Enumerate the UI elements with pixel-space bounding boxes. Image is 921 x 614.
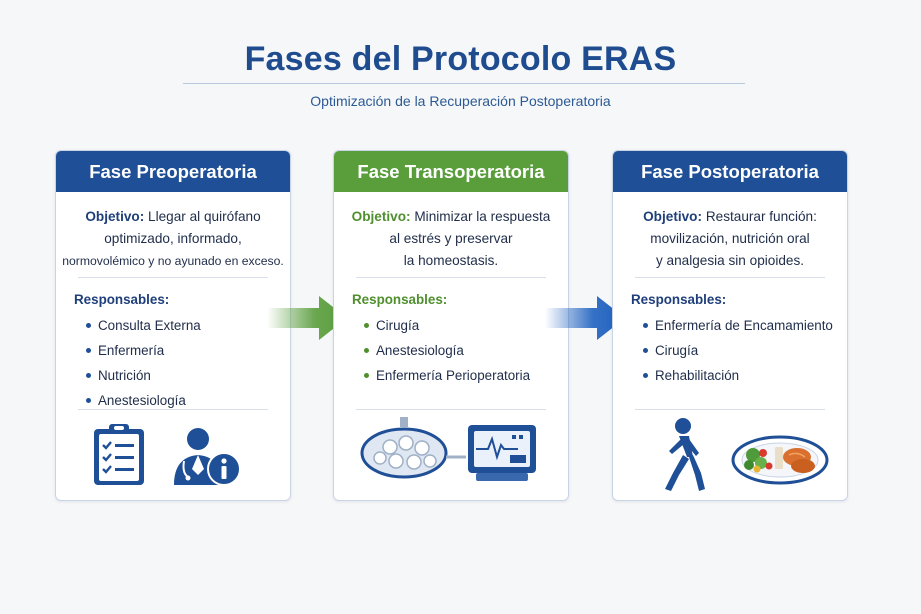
responsables-list: Cirugía Anestesiología Enfermería Periop… (354, 313, 568, 388)
list-item: Cirugía (354, 313, 568, 338)
doctor-info-icon (174, 428, 241, 486)
vital-signs-monitor-icon (468, 425, 536, 481)
bullet-icon (364, 323, 369, 328)
section-divider (356, 409, 546, 410)
walking-person-icon (665, 418, 705, 491)
bullet-icon (86, 398, 91, 403)
food-plate-icon (731, 435, 829, 485)
phase-card-transoperatoria: Fase Transoperatoria Objetivo: Minimizar… (333, 150, 569, 501)
list-item: Rehabilitación (633, 363, 847, 388)
list-item: Enfermería Perioperatoria (354, 363, 568, 388)
clipboard-checklist-icon (94, 424, 144, 485)
bullet-icon (364, 348, 369, 353)
list-item-label: Anestesiología (376, 343, 464, 358)
section-divider (635, 277, 825, 278)
section-divider (78, 277, 268, 278)
arrow-right-icon (267, 296, 347, 340)
list-item: Enfermería (76, 338, 290, 363)
phase-icons (56, 413, 290, 493)
responsables-label: Responsables: (352, 292, 448, 307)
phase-title: Fase Transoperatoria (334, 151, 568, 192)
bullet-icon (86, 373, 91, 378)
responsables-list: Enfermería de Encamamiento Cirugía Rehab… (633, 313, 847, 388)
bullet-icon (364, 373, 369, 378)
objective-line: al estrés y preservar (389, 231, 513, 246)
page-subtitle: Optimización de la Recuperación Postoper… (310, 93, 611, 109)
phase-card-preoperatoria: Fase Preoperatoria Objetivo: Llegar al q… (55, 150, 291, 501)
bullet-icon (86, 348, 91, 353)
responsables-label: Responsables: (631, 292, 727, 307)
objective-label: Objetivo: (85, 209, 145, 224)
list-item-label: Anestesiología (98, 393, 186, 408)
arrow-right-icon (545, 296, 625, 340)
objective-label: Objetivo: (351, 209, 411, 224)
bullet-icon (643, 323, 648, 328)
phase-objective: Objetivo: Llegar al quirófano optimizado… (56, 192, 290, 277)
phase-title: Fase Postoperatoria (613, 151, 847, 192)
list-item-label: Rehabilitación (655, 368, 740, 383)
surgical-lamp-icon (360, 417, 466, 479)
list-item-label: Cirugía (655, 343, 699, 358)
list-item-label: Consulta Externa (98, 318, 201, 333)
phase-objective: Objetivo: Minimizar la respuesta al estr… (334, 192, 568, 277)
bullet-icon (643, 348, 648, 353)
list-item: Anestesiología (76, 388, 290, 413)
phase-icons (613, 413, 847, 493)
phase-title: Fase Preoperatoria (56, 151, 290, 192)
title-rule (183, 83, 745, 84)
list-item: Cirugía (633, 338, 847, 363)
phase-icons (334, 413, 568, 493)
section-divider (635, 409, 825, 410)
objective-line: Llegar al quirófano (148, 209, 261, 224)
list-item-label: Enfermería Perioperatoria (376, 368, 531, 383)
objective-line: optimizado, informado, (104, 231, 242, 246)
section-divider (78, 409, 268, 410)
list-item: Consulta Externa (76, 313, 290, 338)
list-item: Nutrición (76, 363, 290, 388)
list-item-label: Nutrición (98, 368, 151, 383)
bullet-icon (86, 323, 91, 328)
page-title: Fases del Protocolo ERAS (244, 40, 677, 78)
objective-line: Minimizar la respuesta (414, 209, 551, 224)
bullet-icon (643, 373, 648, 378)
responsables-list: Consulta Externa Enfermería Nutrición An… (76, 313, 290, 413)
objective-line: Restaurar función: (705, 209, 817, 224)
section-divider (356, 277, 546, 278)
objective-label: Objetivo: (643, 209, 703, 224)
list-item-label: Enfermería (98, 343, 165, 358)
list-item: Enfermería de Encamamiento (633, 313, 847, 338)
phase-card-postoperatoria: Fase Postoperatoria Objetivo: Restaurar … (612, 150, 848, 501)
objective-line: normovolémico y no ayunado en exceso. (62, 254, 284, 268)
objective-line: movilización, nutrición oral (650, 231, 810, 246)
objective-line: la homeostasis. (403, 253, 499, 268)
responsables-label: Responsables: (74, 292, 170, 307)
objective-line: y analgesia sin opioides. (655, 253, 805, 268)
list-item: Anestesiología (354, 338, 568, 363)
list-item-label: Enfermería de Encamamiento (655, 318, 833, 333)
phase-objective: Objetivo: Restaurar función: movilizació… (613, 192, 847, 277)
list-item-label: Cirugía (376, 318, 420, 333)
